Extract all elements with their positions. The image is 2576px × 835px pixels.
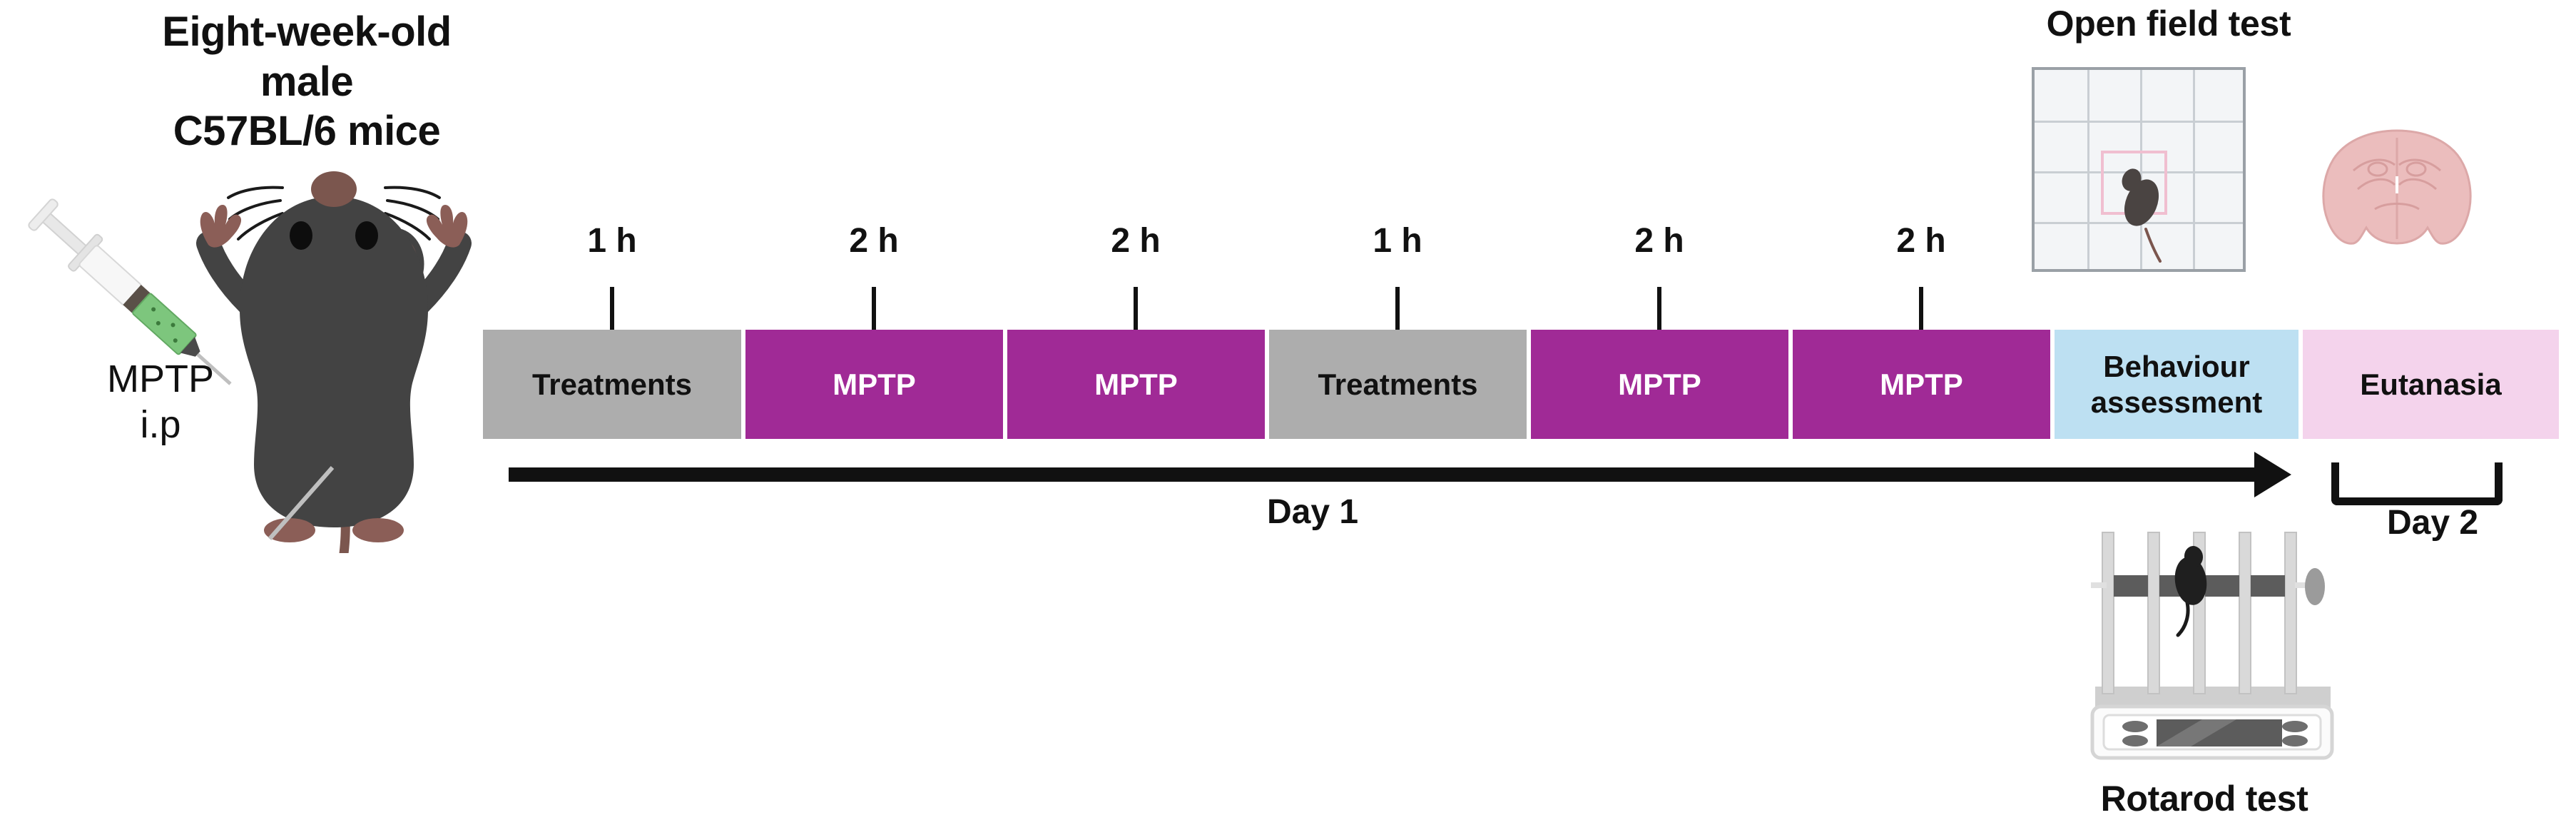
tick-label-4: 1 h [1373, 222, 1422, 260]
segment-label: MPTP [833, 367, 916, 401]
tick-mark-4 [1395, 287, 1400, 331]
segment-label: Eutanasia [2360, 367, 2502, 401]
mouse-standing-icon [163, 153, 505, 701]
tick-mark-3 [1134, 287, 1138, 331]
injection-label-line2: i.p [140, 403, 181, 446]
arena-gridline-v1 [2087, 70, 2089, 269]
mouse-in-arena-icon [2113, 161, 2191, 268]
tick-label-1: 1 h [587, 222, 637, 260]
timeline-segment-mptp-3[interactable]: MPTP [1531, 330, 1788, 439]
segment-label: MPTP [1618, 367, 1701, 401]
tick-mark-2 [872, 287, 876, 331]
subject-header-line2: C57BL/6 mice [173, 108, 441, 155]
day1-arrow-line [509, 467, 2260, 482]
day2-label: Day 2 [2386, 504, 2479, 542]
tick-mark-5 [1657, 287, 1661, 331]
arena-gridline-v3 [2193, 70, 2195, 269]
tick-label-6: 2 h [1896, 222, 1946, 260]
timeline-segment-mptp-2[interactable]: MPTP [1007, 330, 1265, 439]
open-field-test-label: Open field test [2046, 4, 2291, 44]
timeline-segment-mptp-1[interactable]: MPTP [745, 330, 1003, 439]
open-field-arena [2032, 67, 2246, 272]
rotarod-test-label: Rotarod test [2100, 779, 2308, 819]
day1-label: Day 1 [1266, 493, 1359, 531]
rotarod-apparatus-icon [2072, 528, 2372, 774]
tick-mark-1 [610, 287, 614, 331]
timeline-segment-mptp-4[interactable]: MPTP [1793, 330, 2050, 439]
injection-label: MPTP i.p [82, 357, 239, 447]
subject-header-line1: Eight-week-old male [162, 9, 452, 105]
day1-arrow-head-icon [2254, 452, 2291, 497]
timeline-segment-behaviour-assessment[interactable]: Behaviour assessment [2055, 330, 2298, 439]
timeline-segment-treatments-2[interactable]: Treatments [1269, 330, 1527, 439]
syringe-icon [0, 164, 235, 400]
tick-label-5: 2 h [1634, 222, 1684, 260]
segment-label: MPTP [1094, 367, 1178, 401]
timeline-segment-eutanasia[interactable]: Eutanasia [2303, 330, 2559, 439]
segment-label: Behaviour assessment [2090, 349, 2263, 419]
tick-label-2: 2 h [849, 222, 899, 260]
segment-label: Treatments [1318, 367, 1478, 401]
arena-gridline-h1 [2035, 121, 2243, 123]
injection-label-line1: MPTP [106, 358, 214, 400]
day2-bracket [2331, 462, 2503, 505]
tick-label-3: 2 h [1111, 222, 1161, 260]
arena-gridline-v2 [2140, 70, 2142, 269]
subject-header: Eight-week-old male C57BL/6 mice [121, 7, 492, 156]
tick-mark-6 [1919, 287, 1923, 331]
segment-label: MPTP [1880, 367, 1963, 401]
timeline-segment-treatments-1[interactable]: Treatments [483, 330, 741, 439]
brain-coronal-section-icon [2315, 125, 2479, 260]
segment-label: Treatments [531, 367, 693, 401]
